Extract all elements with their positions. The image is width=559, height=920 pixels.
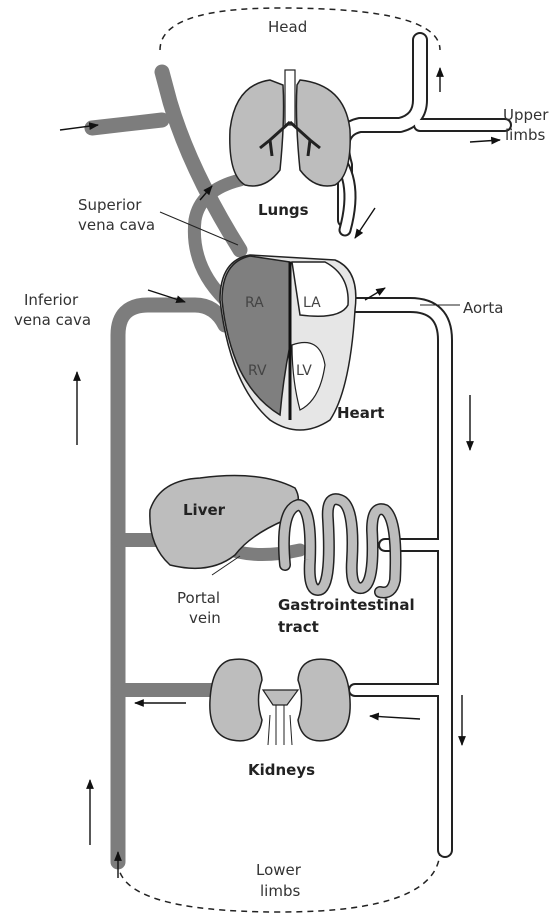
portal-vein-label-line2: vein <box>189 609 221 627</box>
flow-arrows <box>60 68 500 878</box>
lungs-organ <box>230 70 350 186</box>
inferior-vena-cava-label-line1: Inferior <box>24 291 79 309</box>
vein-vessels <box>92 72 350 862</box>
lv-label: LV <box>296 363 312 379</box>
heart-organ <box>220 255 356 430</box>
portal-vein-label-line1: Portal <box>177 589 220 607</box>
head-label: Head <box>268 18 307 36</box>
rv-label: RV <box>248 363 267 379</box>
lower-limbs-label-line1: Lower <box>256 861 302 879</box>
liver-label: Liver <box>183 501 226 519</box>
upper-limbs-label-line2: limbs <box>505 126 545 144</box>
superior-vena-cava-label-line1: Superior <box>78 196 142 214</box>
aorta-label: Aorta <box>463 299 503 317</box>
ra-label: RA <box>245 295 264 311</box>
arrow-pulmonary-back <box>355 208 375 238</box>
kidneys-label: Kidneys <box>248 761 315 779</box>
upper-limbs-label-line1: Upper <box>503 106 549 124</box>
lower-limbs-label-line2: limbs <box>260 882 300 900</box>
inferior-vena-cava-label-line2: vena cava <box>14 311 91 329</box>
superior-vena-cava-label-line2: vena cava <box>78 216 155 234</box>
kidneys-organ <box>210 659 350 745</box>
la-label: LA <box>303 295 321 311</box>
gi-tract-label-line1: Gastrointestinal <box>278 596 415 614</box>
lungs-label: Lungs <box>258 201 309 219</box>
arrow-kidney-artery-in <box>370 716 420 719</box>
arrow-upper-out <box>470 140 500 142</box>
aorta-vessel <box>334 40 505 850</box>
heart-label: Heart <box>337 404 384 422</box>
lower-limbs-loop <box>118 850 440 912</box>
gi-tract-label-line2: tract <box>278 618 319 636</box>
